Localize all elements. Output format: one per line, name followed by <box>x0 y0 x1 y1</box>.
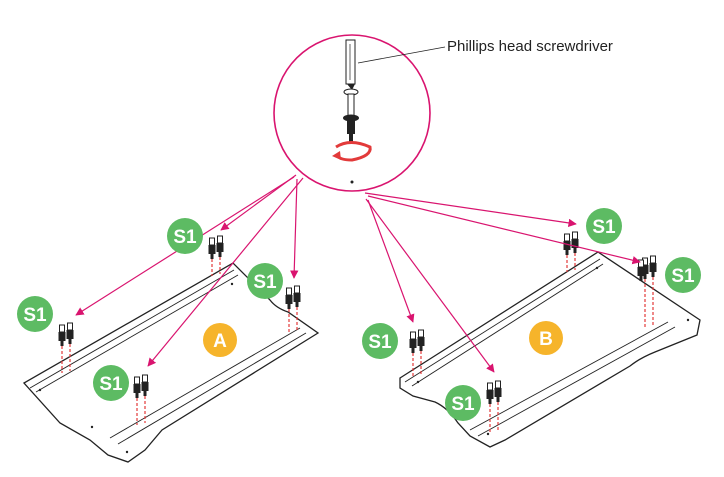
part-badge-s1: S1 <box>167 218 203 254</box>
svg-text:S1: S1 <box>99 374 123 395</box>
part-badge-s1: S1 <box>93 365 129 401</box>
part-badge-s1: S1 <box>247 263 283 299</box>
part-badge-s1: S1 <box>362 323 398 359</box>
svg-text:S1: S1 <box>253 272 277 293</box>
panel-a <box>22 262 320 463</box>
pointer-arrows <box>75 174 641 373</box>
part-badge-s1: S1 <box>586 208 622 244</box>
bolt-pair <box>133 374 149 425</box>
bolt-pair <box>208 235 224 276</box>
bolt-pair <box>58 322 74 373</box>
svg-text:S1: S1 <box>23 305 47 326</box>
part-badge-s1: S1 <box>665 257 701 293</box>
part-badge-s1: S1 <box>17 296 53 332</box>
part-badge-s1: S1 <box>445 385 481 421</box>
screwdriver-callout <box>273 34 446 192</box>
svg-text:A: A <box>213 331 227 352</box>
screwdriver-label: Phillips head screwdriver <box>447 38 613 55</box>
panel-a-board <box>22 262 320 463</box>
svg-text:S1: S1 <box>368 332 392 353</box>
bolt-pair <box>285 285 301 332</box>
panel-badge-a: A <box>203 323 237 357</box>
svg-text:S1: S1 <box>592 217 616 238</box>
svg-text:S1: S1 <box>451 394 475 415</box>
svg-text:S1: S1 <box>173 227 197 248</box>
bolt-pair <box>637 255 657 328</box>
svg-text:B: B <box>539 329 553 350</box>
cam-bolt-icon <box>343 88 359 144</box>
bolt-pair <box>409 329 425 376</box>
clockwise-rotation-icon <box>332 141 372 162</box>
panel-badge-b: B <box>529 321 563 355</box>
phillips-screwdriver-icon <box>345 39 356 90</box>
bolt-pair <box>563 231 579 272</box>
svg-text:S1: S1 <box>671 266 695 287</box>
